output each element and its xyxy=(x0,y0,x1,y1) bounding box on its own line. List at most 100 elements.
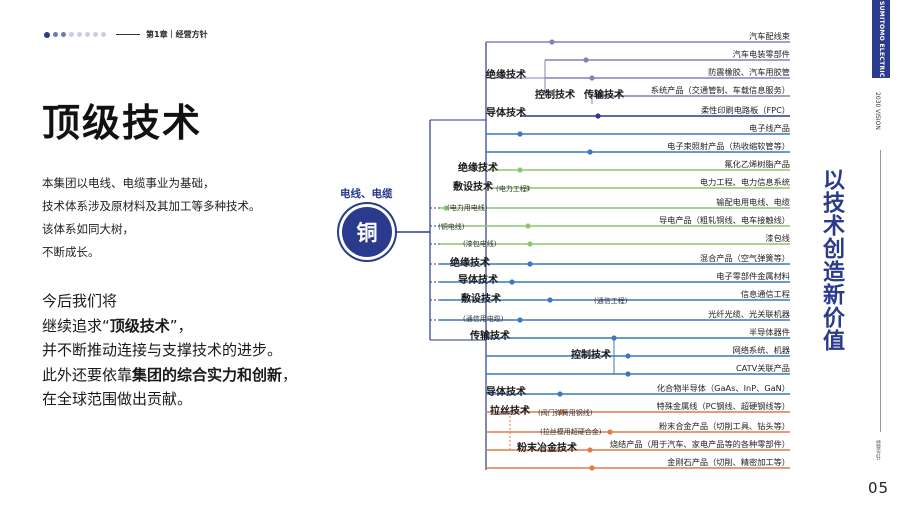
branch-node xyxy=(527,241,533,247)
vision-label: 2030 VISION xyxy=(874,92,881,130)
progress-dot xyxy=(93,32,98,37)
future-text: 今后我们将 继续追求“顶级技术”， 并不断推动连接与支撑技术的进步。 此外还要依… xyxy=(42,289,297,412)
page-number: 05 xyxy=(868,479,890,497)
branch-node xyxy=(595,113,601,119)
intro-line: 技术体系涉及原材料及其加工等多种技术。 xyxy=(42,199,261,213)
leaf-label: 半导体器件 xyxy=(749,327,790,337)
leaf-label: 烧结产品（用于汽车、家电产品等的各种零部件） xyxy=(609,439,790,449)
branch-node xyxy=(611,335,617,341)
future-line: 在全球范围做出贡献。 xyxy=(42,390,193,408)
category-label: 拉丝技术 xyxy=(490,406,530,417)
chapter-title: 第1章｜经营方针 xyxy=(146,30,208,39)
progress-dot xyxy=(61,32,66,37)
leaf-label: 光纤光缆、光关联机器 xyxy=(708,309,790,319)
leaf-label: 信息通信工程 xyxy=(740,289,790,299)
intro-text: 本集团以电线、电缆事业为基础， 技术体系涉及原材料及其加工等多种技术。 该体系如… xyxy=(42,172,261,264)
category-label: 粉末冶金技术 xyxy=(517,443,577,454)
progress-dot xyxy=(77,32,82,37)
category-label: 控制技术 xyxy=(571,350,611,361)
leaf-label: 电力工程、电力信息系统 xyxy=(699,177,790,187)
intro-line: 该体系如同大树， xyxy=(42,222,134,236)
branch-node xyxy=(527,261,533,267)
category-label: 传输技术 xyxy=(470,331,510,342)
branch-node xyxy=(509,279,515,285)
future-line: 继续追求“顶级技术”， xyxy=(42,314,297,339)
leaf-label: 网络系统、机器 xyxy=(732,345,790,355)
category-label: 敷设技术 xyxy=(453,182,493,193)
sub-label: (通信工程) xyxy=(594,297,628,305)
category-label: 绝缘技术 xyxy=(450,258,490,269)
category-label: 控制技术 xyxy=(535,90,575,101)
copper-root-icon: 铜 xyxy=(342,207,392,257)
branch-node xyxy=(443,205,449,211)
branch-node xyxy=(549,39,555,45)
intro-line: 不断成长。 xyxy=(42,245,100,259)
sub-label: (电力工程) xyxy=(496,185,530,193)
sidebar-divider xyxy=(880,150,881,432)
leaf-label: 汽车电装零部件 xyxy=(732,49,790,59)
leaf-label: 输配电用电线、电缆 xyxy=(716,197,790,207)
progress-dot xyxy=(85,32,90,37)
leaf-label: 氟化乙烯树脂产品 xyxy=(724,159,790,169)
branch-node xyxy=(517,167,523,173)
intro-line: 本集团以电线、电缆事业为基础， xyxy=(42,176,215,190)
branch-node xyxy=(607,429,613,435)
branch-node xyxy=(589,465,595,471)
section-label: 经营方针 xyxy=(875,440,881,460)
sub-label: (铜电线) xyxy=(438,223,465,231)
root-label: 电线、电缆 xyxy=(340,188,393,200)
category-label: 导体技术 xyxy=(486,108,526,119)
leaf-label: 电子束照射产品（热收缩软管等） xyxy=(667,141,790,151)
header-divider xyxy=(116,34,140,35)
progress-dot xyxy=(53,32,58,37)
branch-node xyxy=(583,57,589,63)
emphasis-text: 顶级技术 xyxy=(109,316,170,335)
chapter-header: 第1章｜经营方针 xyxy=(44,29,208,40)
emphasis-text: 集团的综合实力和创新 xyxy=(132,365,283,384)
text-span: 继续追求“ xyxy=(42,316,110,335)
progress-dot xyxy=(101,32,106,37)
leaf-label: 导电产品（粗轧铜线、电车接触线） xyxy=(658,215,790,225)
category-label: 敷设技术 xyxy=(461,294,501,305)
leaf-label: 漆包线 xyxy=(765,233,790,243)
leaf-label: 防震橡胶、汽车用胶管 xyxy=(708,67,790,77)
leaf-label: 电子线产品 xyxy=(749,123,790,133)
progress-dots xyxy=(44,31,106,38)
leaf-label: 特殊金属线（PC钢线、超硬钢线等） xyxy=(656,401,790,411)
leaf-label: 金刚石产品（切削、精密加工等） xyxy=(667,457,790,467)
branch-node xyxy=(595,93,601,99)
sub-label: (通信用电缆) xyxy=(463,315,504,323)
page-title: 顶级技术 xyxy=(42,101,203,145)
category-label: 传输技术 xyxy=(584,90,624,101)
text-span: ， xyxy=(282,365,298,384)
branch-node xyxy=(517,131,523,137)
future-line: 今后我们将 xyxy=(42,292,118,310)
branch-node xyxy=(525,223,531,229)
text-span: ”， xyxy=(169,316,193,335)
branch-node xyxy=(589,75,595,81)
text-span: 此外还要依靠 xyxy=(42,365,133,384)
branch-node xyxy=(587,149,593,155)
branch-node xyxy=(625,353,631,359)
branch-node xyxy=(625,371,631,377)
branch-node xyxy=(559,409,565,415)
branch-node xyxy=(587,447,593,453)
sub-label: (漆包电线) xyxy=(463,240,497,248)
leaf-label: 柔性印刷电路板（FPC） xyxy=(700,105,790,115)
leaf-label: 粉末合金产品（切削工具、钻头等） xyxy=(658,421,790,431)
category-label: 绝缘技术 xyxy=(458,163,498,174)
sub-label: (阀门弹簧用钢线) xyxy=(538,409,593,417)
leaf-label: 汽车配线束 xyxy=(749,31,790,41)
branch-node xyxy=(557,391,563,397)
branch-node xyxy=(517,317,523,323)
progress-dot xyxy=(44,31,50,38)
category-label: 绝缘技术 xyxy=(486,70,526,81)
progress-dot xyxy=(69,32,74,37)
category-label: 导体技术 xyxy=(458,275,498,286)
leaf-label: 电子零部件金属材料 xyxy=(716,271,790,281)
sub-label: (电力用电线) xyxy=(447,204,488,212)
future-line: 此外还要依靠集团的综合实力和创新， xyxy=(42,363,297,388)
tagline: 以技术创造新价值 xyxy=(819,168,844,352)
branch-node xyxy=(547,297,553,303)
